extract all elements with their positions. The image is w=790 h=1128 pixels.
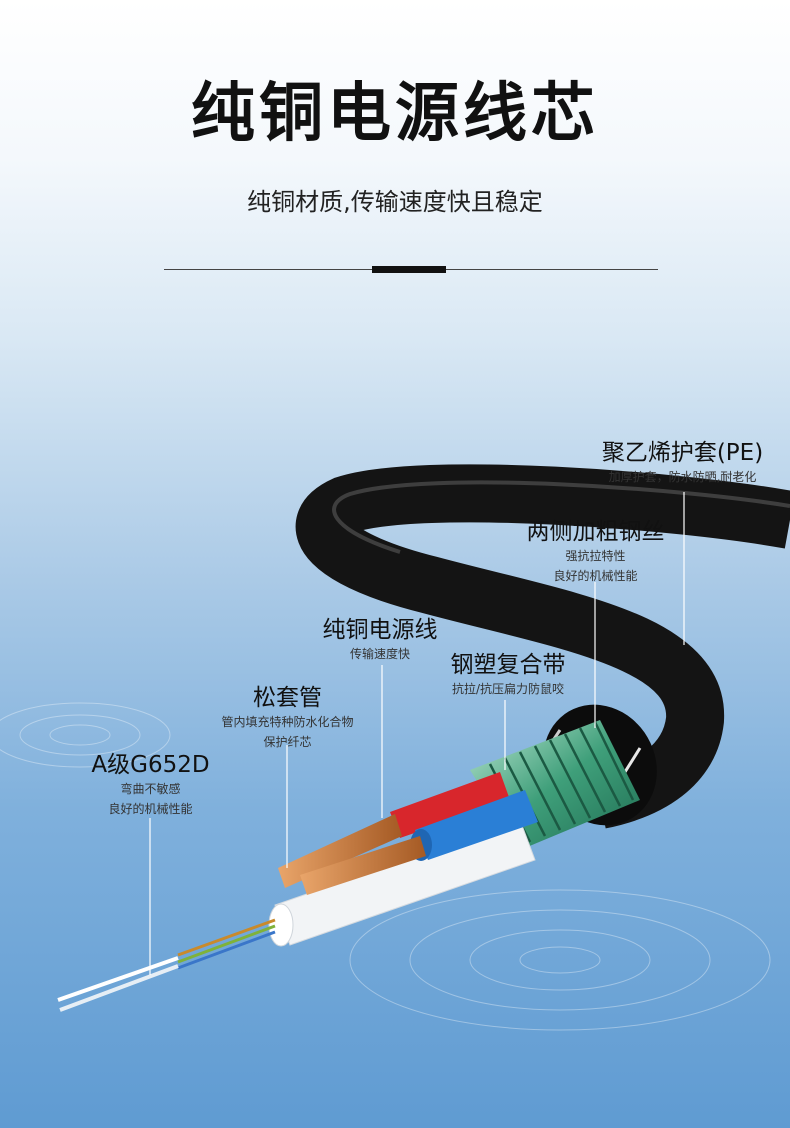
callout-fiber-desc-2: 良好的机械性能 xyxy=(108,802,193,816)
callout-steel-wire-title: 两侧加粗钢丝 xyxy=(526,519,665,545)
callout-pe-jacket: 聚乙烯护套(PE) 加厚护套，防水防晒,耐老化 xyxy=(585,433,780,487)
callout-copper-wire-desc: 传输速度快 xyxy=(349,647,410,661)
callout-steel-plastic-tape-title: 钢塑复合带 xyxy=(450,652,566,678)
callout-pe-jacket-desc: 加厚护套，防水防晒,耐老化 xyxy=(608,470,757,484)
callout-loose-tube-desc-2: 保护纤芯 xyxy=(263,735,312,749)
callout-steel-wire: 两侧加粗钢丝 强抗拉特性 良好的机械性能 xyxy=(508,512,683,586)
callout-fiber-title: A级G652D xyxy=(91,752,210,778)
page-title: 纯铜电源线芯 xyxy=(191,77,599,151)
water-ripples xyxy=(0,702,771,1031)
copper-strand-1 xyxy=(278,814,402,888)
callout-steel-plastic-tape-desc: 抗拉/抗压扁力防鼠咬 xyxy=(451,682,565,696)
callout-pe-jacket-title: 聚乙烯护套(PE) xyxy=(601,440,764,466)
page-subtitle: 纯铜材质,传输速度快且稳定 xyxy=(247,188,543,216)
callout-fiber-desc-1: 弯曲不敏感 xyxy=(120,782,181,796)
callout-fiber: A级G652D 弯曲不敏感 良好的机械性能 xyxy=(78,745,223,819)
leader-lines xyxy=(149,492,685,975)
copper-strand-2 xyxy=(300,836,426,895)
blue-insulation xyxy=(415,790,538,860)
pe-jacket xyxy=(295,464,790,829)
divider-accent xyxy=(372,266,446,273)
callout-steel-wire-desc-2: 良好的机械性能 xyxy=(553,569,638,583)
callout-copper-wire-title: 纯铜电源线 xyxy=(322,617,438,643)
callout-copper-wire: 纯铜电源线 传输速度快 xyxy=(305,610,455,664)
callout-steel-wire-desc-1: 强抗拉特性 xyxy=(565,549,626,563)
callout-loose-tube-title: 松套管 xyxy=(253,685,322,711)
callout-loose-tube: 松套管 管内填充特种防水化合物 保护纤芯 xyxy=(205,678,370,752)
callout-loose-tube-desc-1: 管内填充特种防水化合物 xyxy=(221,715,354,729)
red-insulation xyxy=(390,772,510,838)
optical-fibers xyxy=(57,918,276,1012)
callout-steel-plastic-tape: 钢塑复合带 抗拉/抗压扁力防鼠咬 xyxy=(433,645,583,699)
